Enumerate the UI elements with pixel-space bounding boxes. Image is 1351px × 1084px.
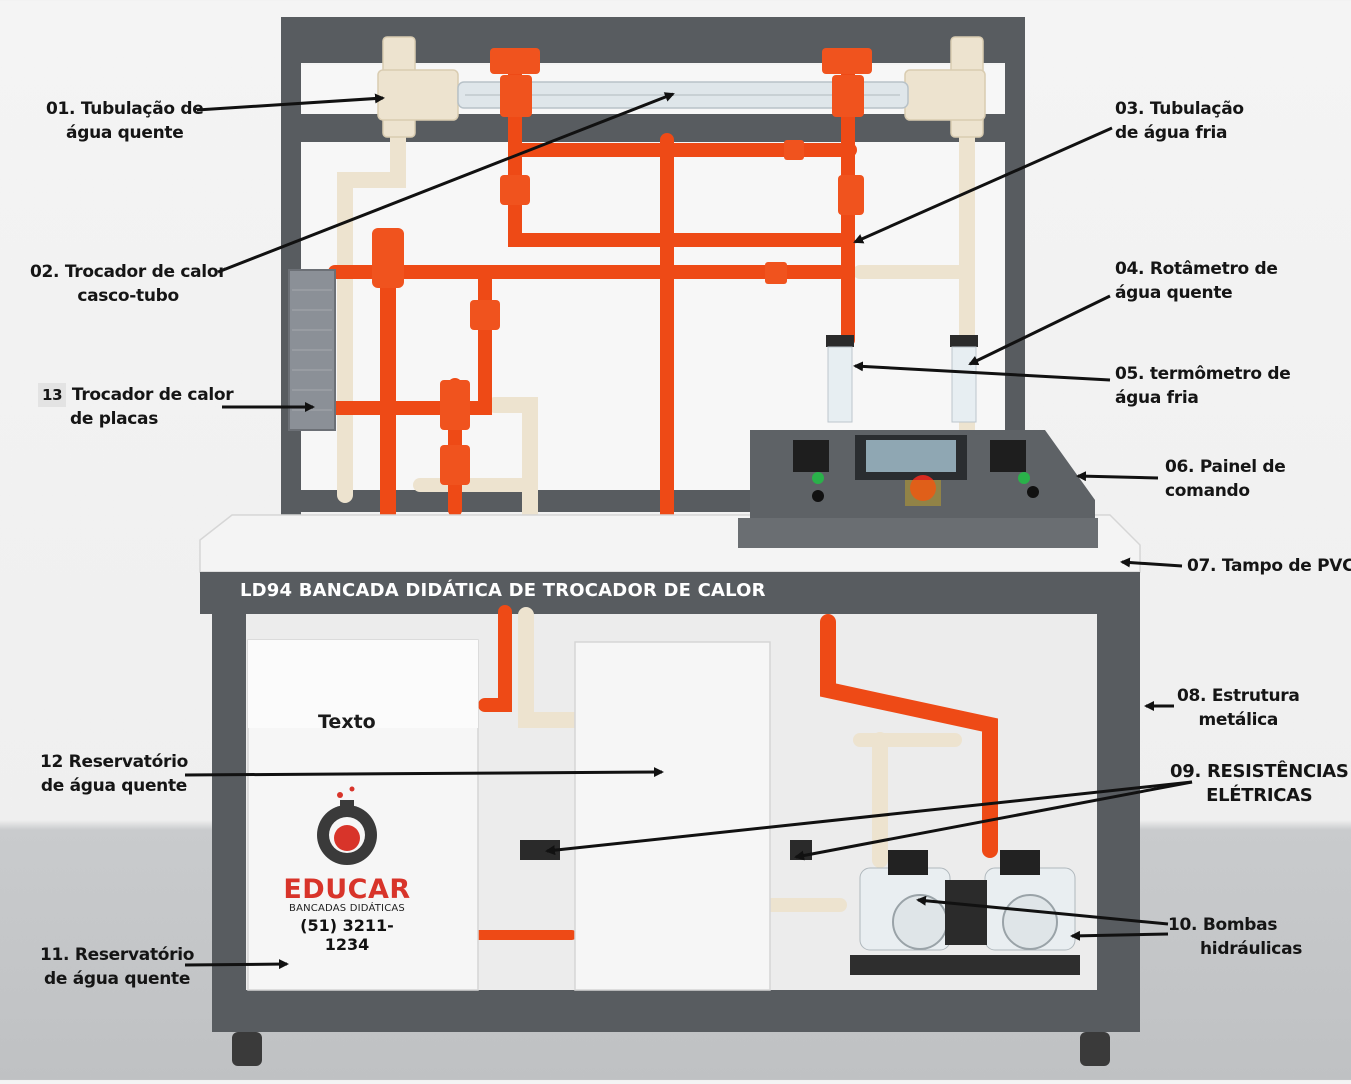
educar-logo-icon [317, 786, 377, 865]
educar-brand: EDUCAR BANCADAS DIDÁTICAS (51) 3211-1234 [282, 874, 412, 954]
brand-phone: (51) 3211-1234 [300, 916, 394, 954]
brand-name: EDUCAR [283, 874, 411, 905]
callout-arrows [184, 92, 1193, 970]
label-13-plate-exchanger: 13 Trocador de calor de placas [38, 383, 234, 431]
rotameters [826, 335, 978, 423]
hot-water-reservoir-right [574, 641, 771, 991]
cold-fittings [377, 36, 986, 138]
casters [232, 1032, 1110, 1066]
hydraulic-pumps [850, 850, 1080, 975]
reservoir-placeholder-text: Texto [318, 711, 376, 733]
bench-title-banner: LD94 BANCADA DIDÁTICA DE TROCADOR DE CAL… [240, 580, 766, 601]
label-07-pvc-top: 07. Tampo de PVC [1187, 556, 1351, 576]
hot-fittings [372, 48, 872, 485]
control-panel [738, 430, 1098, 548]
brand-subtitle: BANCADAS DIDÁTICAS [289, 903, 405, 914]
